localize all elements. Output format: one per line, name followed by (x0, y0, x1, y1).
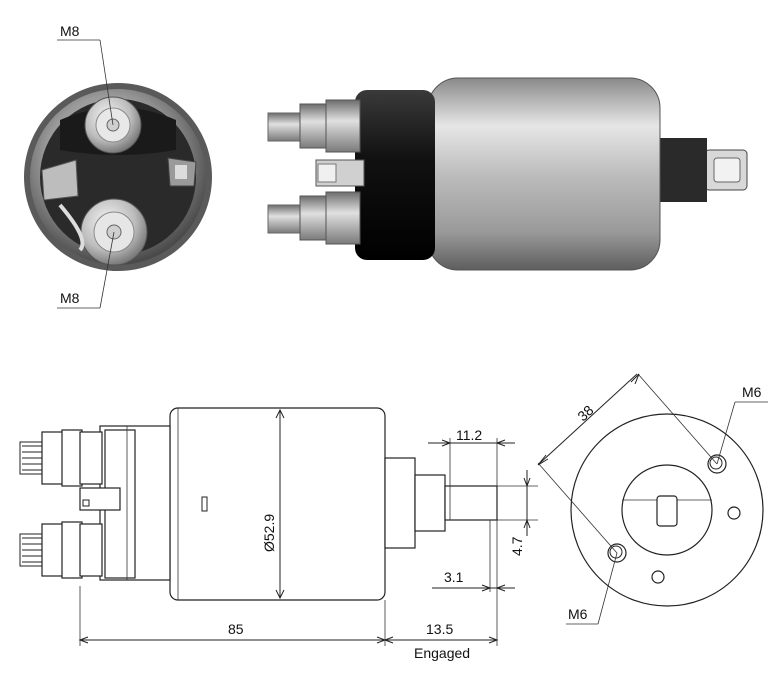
label-length-85: 85 (228, 621, 244, 637)
label-hole-bottom: M6 (568, 606, 588, 622)
callout-top-m8: M8 (57, 23, 114, 126)
front-view-drawing: 38 M6 M6 (537, 373, 768, 625)
label-diameter: Ø52.9 (261, 514, 277, 552)
label-bottom-m8: M8 (60, 290, 80, 306)
callout-bottom-m8: M8 (57, 231, 115, 309)
label-shaft-width: 4.7 (509, 536, 525, 556)
label-shaft-offset: 3.1 (444, 569, 464, 585)
label-engaged: Engaged (414, 645, 470, 661)
label-bolt-circle: 38 (574, 402, 596, 424)
side-view-photo (267, 77, 748, 271)
end-view-photo (24, 83, 212, 271)
dimension-lines: Ø52.9 85 13.5 Engaged 11.2 4.7 3.1 (78, 408, 538, 661)
side-view-drawing (19, 407, 498, 601)
label-hole-top: M6 (742, 384, 762, 400)
label-travel: 13.5 (426, 621, 453, 637)
label-top-m8: M8 (60, 23, 80, 39)
label-shaft-length: 11.2 (456, 427, 482, 443)
